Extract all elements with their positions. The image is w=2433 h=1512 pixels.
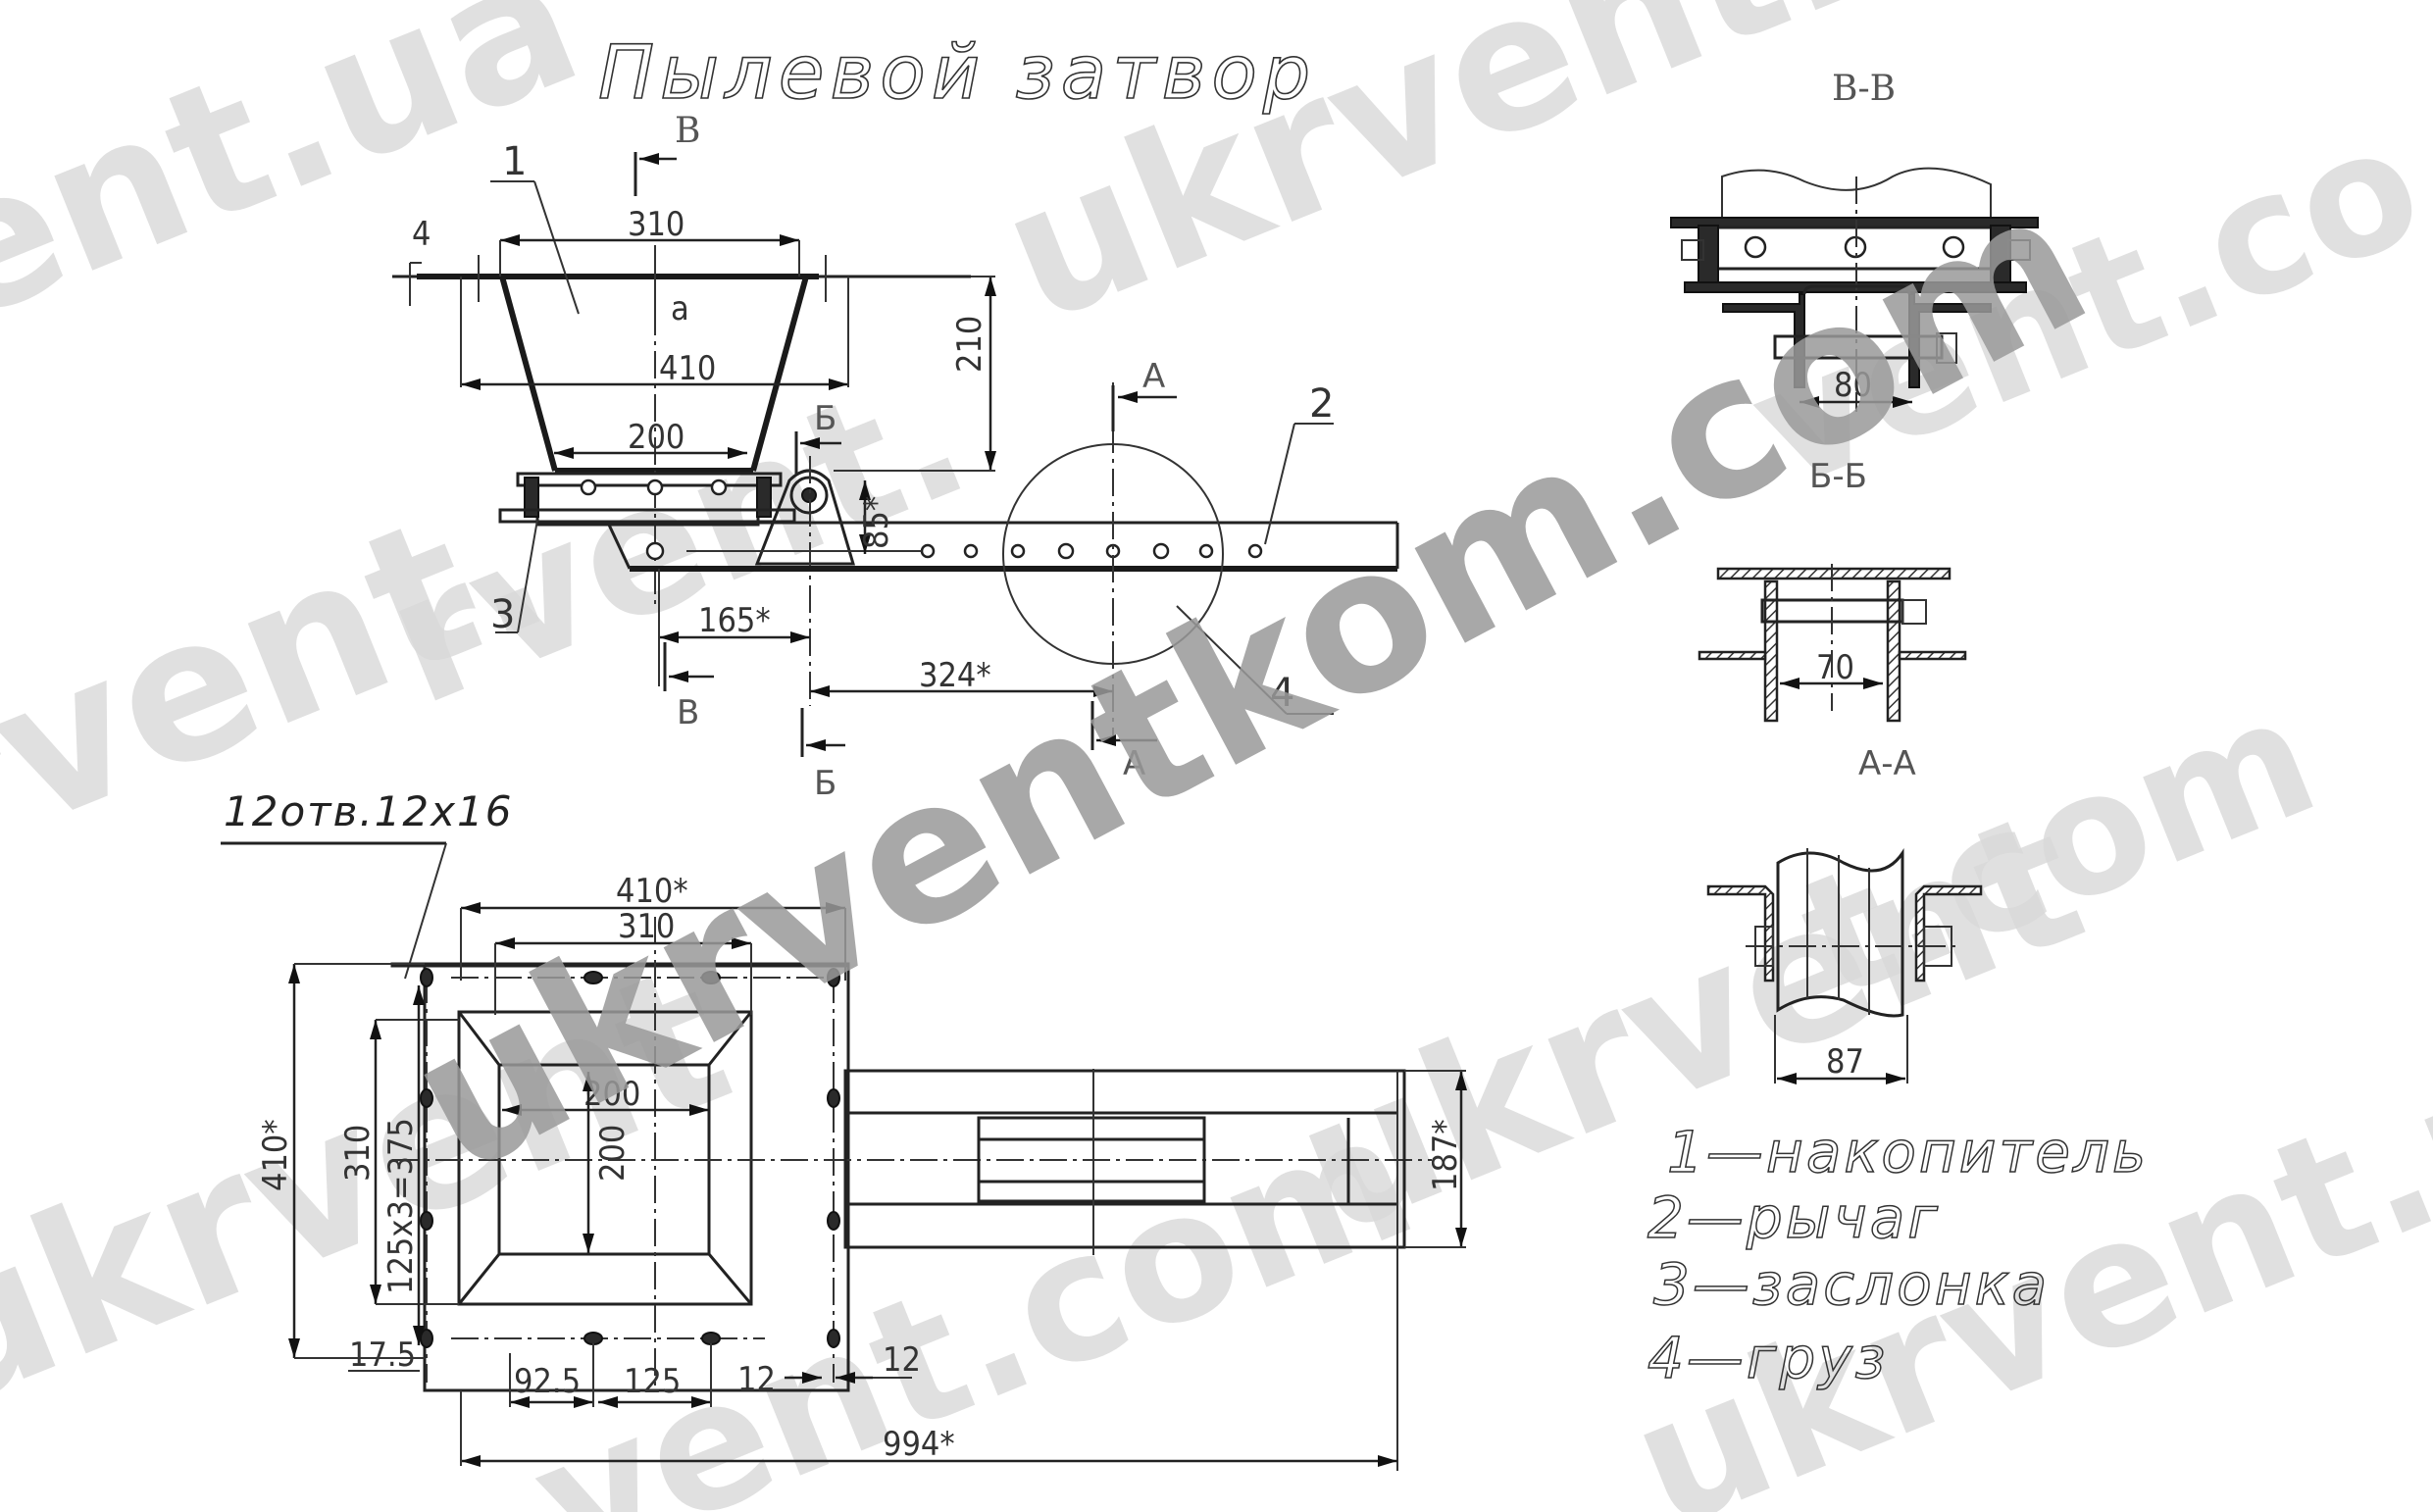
dim-plan-overall-width: 410* bbox=[616, 872, 688, 911]
svg-text:В: В bbox=[675, 111, 700, 151]
section-a-a: А-А 87 bbox=[1706, 744, 1983, 1084]
dim-gap-left: 12 bbox=[737, 1360, 776, 1399]
section-mark-a-bottom: А bbox=[1090, 701, 1157, 783]
lever-holes bbox=[920, 542, 1263, 560]
dim-hole-pitch-horizontal: 125 bbox=[624, 1362, 681, 1401]
dim-hole-pitch-vertical: 125х3=375 bbox=[381, 1118, 421, 1294]
dim-top-width: 310 bbox=[628, 205, 684, 244]
dim-total-length: 994* bbox=[883, 1425, 955, 1464]
section-mark-v-bottom: В bbox=[663, 642, 714, 732]
dim-offset-left: 165* bbox=[698, 601, 771, 640]
svg-text:Б: Б bbox=[814, 764, 836, 803]
section-mark-v-top: В bbox=[634, 111, 700, 196]
section-title: Б-Б bbox=[1809, 457, 1867, 496]
svg-text:А: А bbox=[1123, 744, 1145, 783]
section-mark-b-top: Б bbox=[794, 399, 841, 476]
legend-item-2: 2—рычаг bbox=[1647, 1184, 1941, 1251]
dim-edge-offset: 17.5 bbox=[349, 1336, 416, 1375]
watermark-text: rvent. bbox=[0, 445, 576, 906]
section-title: В-В bbox=[1832, 69, 1896, 109]
legend-item-3: 3—заслонка bbox=[1653, 1251, 2050, 1318]
dim-thickness: 4 bbox=[412, 215, 431, 254]
svg-text:Б: Б bbox=[814, 399, 836, 438]
section-title: А-А bbox=[1858, 744, 1916, 783]
dim-hole-offset: 92.5 bbox=[514, 1362, 581, 1401]
side-view: 1 2 3 4 310 a 410 200 210 4 85* bbox=[392, 111, 1399, 803]
dim-plan-overall-height: 410* bbox=[256, 1119, 295, 1191]
section-mark-b-bottom: Б bbox=[800, 708, 845, 803]
dim-gap-right: 12 bbox=[883, 1340, 921, 1380]
plan-view: 12отв.12х16 bbox=[221, 787, 1467, 1471]
bolt-hole bbox=[710, 479, 728, 496]
section-dimension: 87 bbox=[1826, 1042, 1864, 1082]
bolt-hole bbox=[646, 479, 664, 496]
section-mark-a-top: А bbox=[1111, 357, 1177, 431]
flange-holes bbox=[420, 968, 840, 1348]
parts-legend: 1—накопитель 2—рычаг 3—заслонка 4—груз bbox=[1647, 1118, 2149, 1392]
section-dimension: 70 bbox=[1816, 648, 1854, 687]
part-label-1: 1 bbox=[502, 139, 527, 184]
legend-item-1: 1—накопитель bbox=[1667, 1119, 2149, 1185]
part-label-3: 3 bbox=[490, 592, 515, 637]
detail-label-a: a bbox=[671, 289, 689, 328]
dim-lever-width: 187* bbox=[1426, 1119, 1465, 1191]
svg-text:А: А bbox=[1142, 357, 1165, 396]
dim-offset-weight: 324* bbox=[919, 656, 991, 695]
legend-item-4: 4—груз bbox=[1647, 1325, 1888, 1391]
dim-opening-height: 200 bbox=[593, 1125, 633, 1182]
dim-pivot-height: 85* bbox=[857, 496, 896, 549]
dim-bottom-width: 200 bbox=[628, 418, 684, 457]
section-v-v: В-В 80 bbox=[1670, 69, 2039, 412]
section-b-b: Б-Б 70 bbox=[1698, 457, 1967, 723]
holes-note: 12отв.12х16 bbox=[224, 787, 513, 835]
drawing-title: Пылевой затвор bbox=[598, 28, 1316, 116]
dim-height: 210 bbox=[950, 316, 989, 373]
bolt-hole bbox=[580, 479, 597, 496]
part-label-2: 2 bbox=[1309, 381, 1334, 427]
section-dimension: 80 bbox=[1834, 366, 1872, 405]
dim-plan-flange-width: 310 bbox=[618, 907, 675, 946]
part-label-4: 4 bbox=[1270, 671, 1294, 716]
dim-outer-width: 410 bbox=[659, 349, 716, 388]
dim-plan-flange-height: 310 bbox=[338, 1125, 378, 1182]
svg-text:В: В bbox=[677, 693, 699, 732]
